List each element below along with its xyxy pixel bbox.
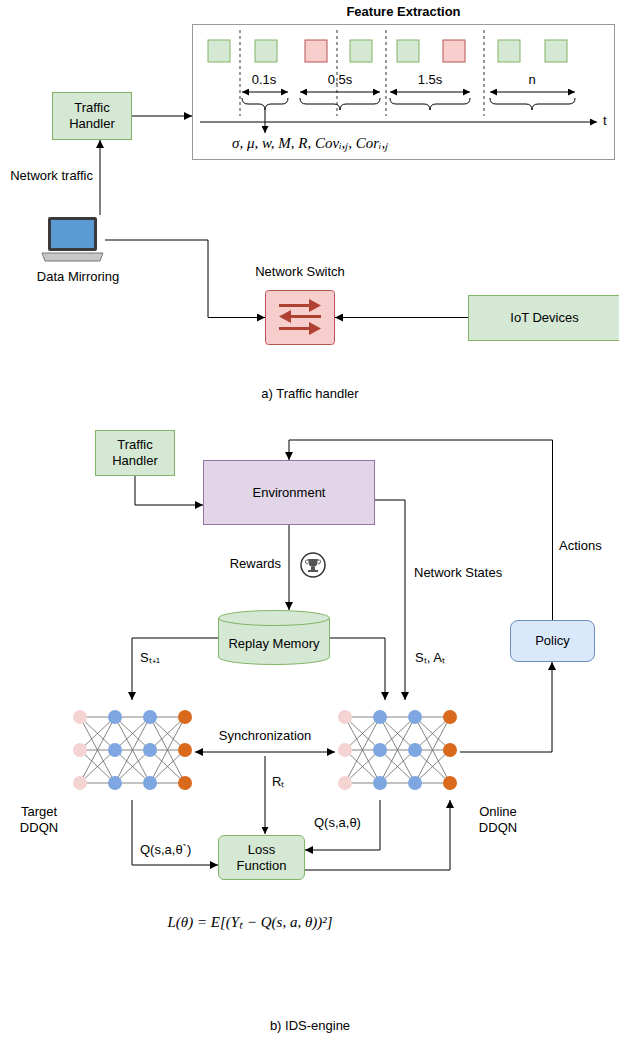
node-label: Online DDQN [465, 804, 531, 835]
connector-arrow [375, 500, 405, 700]
neural-network-drawing [335, 700, 460, 800]
connector-arrow [100, 140, 101, 215]
loss-box: Loss Function [218, 835, 305, 880]
connector-arrow [105, 240, 265, 318]
subfigure-caption: b) IDS-engine [270, 1018, 350, 1034]
packet-squares [208, 40, 567, 62]
window-braces [242, 98, 575, 110]
edge-label: Rewards [228, 556, 283, 572]
node-label: Network Switch [245, 264, 355, 280]
edge-label: Sₜ, Aₜ [413, 650, 447, 666]
feature-arrow [265, 110, 266, 133]
connector-arrow [305, 800, 380, 850]
policy-box: Policy [510, 620, 595, 662]
process-box: Traffic Handler [52, 92, 132, 140]
annotation-text: n [528, 72, 535, 88]
node-label: Traffic Handler [102, 437, 168, 468]
laptop-icon: Data Mirroring [28, 213, 128, 293]
edge-label: Q(s,a,θ) [312, 815, 363, 831]
annotation-text: 0.5s [328, 72, 353, 88]
edge-label: Network States [412, 565, 504, 581]
node-label: Target DDQN [10, 804, 68, 835]
window-span-arrows [242, 92, 575, 93]
node-label: IoT Devices [510, 310, 578, 326]
device-box: IoT Devices [468, 295, 619, 341]
network-figure: Target DDQN [8, 700, 200, 840]
connector-arrow [135, 476, 203, 505]
edge-label: Network traffic [8, 168, 95, 184]
node-label: Policy [535, 633, 570, 649]
time-axis [200, 122, 597, 123]
connector-arrow [335, 317, 468, 318]
connector-arrow [305, 800, 450, 870]
network-links [345, 717, 450, 783]
annotation-text: Rₜ [272, 774, 284, 790]
edge-label: Sₜ₊₁ [138, 650, 162, 666]
reward-arrow [265, 756, 266, 834]
node-label: Data Mirroring [28, 269, 128, 285]
connector-arrow [132, 800, 218, 865]
annotation-text: 0.1s [252, 72, 277, 88]
laptop-drawing [40, 215, 105, 263]
connector-arrow [132, 638, 218, 700]
connector-arrow [460, 662, 552, 752]
network-neurons [338, 710, 457, 790]
node-label: Replay Memory [228, 636, 319, 652]
formula-text: σ, μ, w, M, R, Covᵢ,ⱼ, Corᵢ,ⱼ [232, 134, 388, 152]
trophy-icon [301, 553, 325, 577]
subfigure-caption: a) Traffic handler [261, 386, 358, 402]
node-label: Traffic Handler [59, 100, 125, 131]
environment-box: Environment [203, 460, 375, 525]
edge-label: Actions [557, 538, 604, 554]
annotation-text: 1.5s [418, 72, 443, 88]
switch-drawing [265, 290, 335, 345]
edge-label: Q(s,a,θ`) [138, 842, 193, 858]
network-switch: Network Switch [245, 264, 355, 348]
network-links [80, 717, 185, 783]
node-label: Feature Extraction [190, 2, 617, 20]
node-label: Environment [253, 485, 326, 501]
connector-arrow [330, 638, 385, 700]
edge-label: Synchronization [217, 728, 314, 744]
neural-network-drawing [70, 700, 195, 800]
window-dividers [240, 30, 484, 116]
switch-body [265, 290, 335, 345]
connector-arrow [289, 525, 290, 610]
formula-text: L(θ) = E[(Yₜ − Q(s, a, θ))²] [167, 913, 332, 931]
connector-arrow [132, 116, 192, 117]
memory-cylinder: Replay Memory [218, 610, 330, 665]
network-neurons [73, 710, 192, 790]
process-box: Traffic Handler [95, 430, 175, 476]
annotation-text: t [603, 113, 607, 129]
connector-arrow [195, 752, 335, 753]
node-label: Loss Function [225, 842, 298, 873]
network-figure: Online DDQN [335, 700, 535, 840]
